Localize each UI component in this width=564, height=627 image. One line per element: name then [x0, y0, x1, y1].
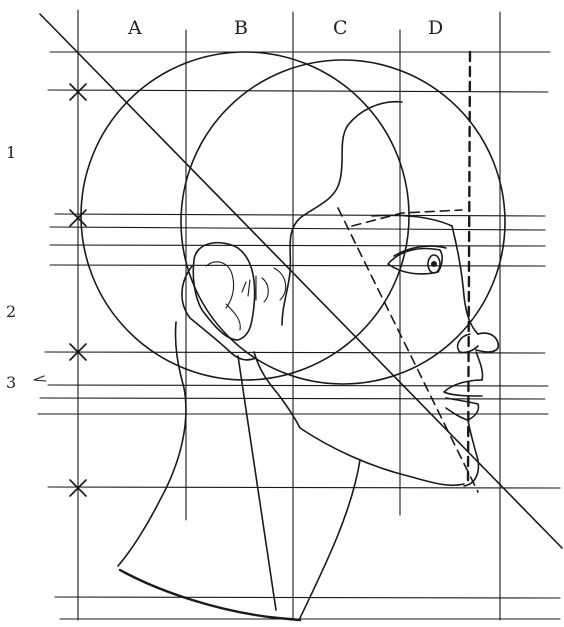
horizontal-guide-bottom-1 — [55, 597, 560, 598]
horizontal-guide-crown — [48, 90, 548, 92]
horizontal-guide-mouth-1 — [48, 385, 548, 386]
horizontal-guide-chin — [48, 487, 560, 488]
chin-contour — [464, 420, 478, 486]
cranium-circle-large — [81, 52, 409, 380]
horizontal-guide-nose-base — [45, 352, 545, 353]
column-label-a: A — [127, 17, 142, 39]
cranium-circle-front — [181, 60, 505, 384]
ear-lobe-fold — [226, 304, 240, 330]
lower-lip — [446, 398, 479, 420]
eye — [388, 246, 446, 274]
column-labels: A B C D — [127, 17, 443, 39]
pupil-icon — [431, 261, 437, 267]
ear — [193, 243, 285, 340]
row-label-2: 2 — [6, 302, 16, 321]
throat-guide-line — [238, 356, 276, 610]
row-3-tick-mark — [34, 376, 46, 381]
nose-tip — [476, 333, 498, 352]
row-label-3: 3 — [6, 373, 16, 392]
column-label-b: B — [234, 17, 248, 39]
upper-lip — [444, 380, 482, 396]
upper-eyelid — [394, 246, 446, 256]
back-of-neck-contour — [118, 322, 186, 566]
ear-outer-contour — [193, 243, 254, 340]
front-of-neck-contour — [300, 460, 360, 618]
horizontal-guide-brow-1 — [55, 214, 545, 216]
head-and-neck-outline — [118, 266, 464, 620]
row-labels: 1 2 3 — [6, 143, 16, 392]
horizontal-guide-eye-1 — [50, 245, 545, 246]
philtrum — [476, 352, 483, 380]
row-label-1: 1 — [6, 143, 16, 162]
horizontal-guide-eye-2 — [50, 265, 545, 266]
dashed-profile-vertical — [468, 52, 470, 480]
horizontal-guide-brow-2 — [50, 227, 545, 230]
diagonal-guide-line — [40, 14, 562, 548]
temple-hair-mark — [274, 268, 286, 300]
vertical-grid-lines — [78, 10, 500, 620]
ear-inner-fold — [206, 262, 234, 308]
column-label-d: D — [428, 17, 443, 39]
hairline-contour — [282, 102, 402, 325]
column-label-c: C — [333, 17, 348, 39]
